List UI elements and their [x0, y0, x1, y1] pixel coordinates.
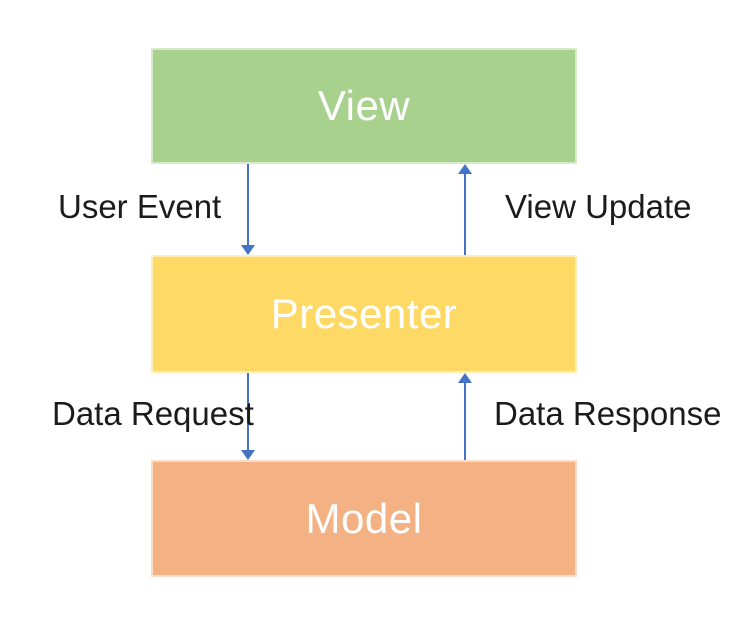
arrow-down-icon — [241, 245, 255, 255]
model-box: Model — [151, 460, 577, 577]
arrow-down-icon — [241, 450, 255, 460]
arrow-view-to-presenter — [241, 164, 255, 255]
arrow-line — [247, 373, 249, 450]
data-response-label: Data Response — [494, 395, 722, 432]
user-event-label: User Event — [58, 188, 222, 225]
view-box-label: View — [317, 82, 411, 129]
arrow-model-to-presenter — [458, 373, 472, 460]
arrow-line — [247, 164, 249, 245]
arrow-up-icon — [458, 373, 472, 383]
data-request-label: Data Request — [52, 395, 254, 432]
model-box-label: Model — [305, 494, 423, 542]
arrow-line — [464, 383, 466, 460]
presenter-box-label: Presenter — [270, 290, 458, 337]
presenter-box: Presenter — [151, 255, 577, 373]
arrow-line — [464, 174, 466, 255]
arrow-presenter-to-model — [241, 373, 255, 460]
view-box: View — [151, 48, 577, 164]
arrow-up-icon — [458, 164, 472, 174]
arrow-presenter-to-view — [458, 164, 472, 255]
view-update-label: View Update — [505, 188, 692, 225]
